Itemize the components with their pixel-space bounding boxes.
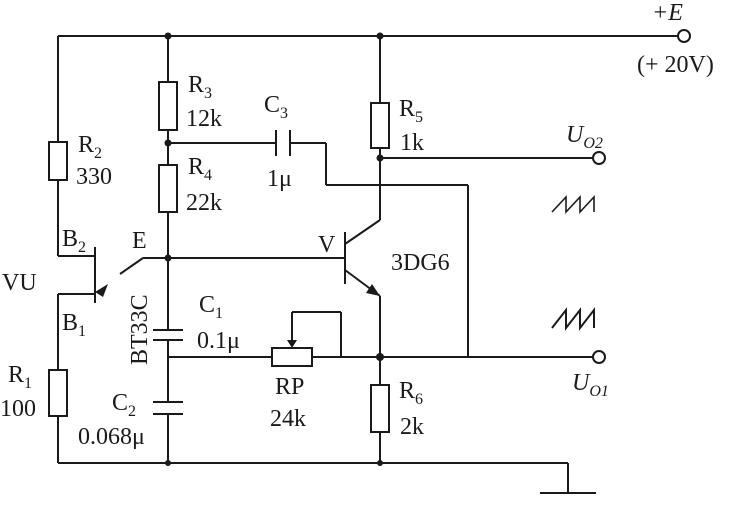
c1-value: 0.1μ bbox=[197, 328, 240, 354]
potentiometer-rp bbox=[271, 347, 313, 367]
r4-ref: R4 bbox=[188, 154, 212, 184]
r3-ref: R3 bbox=[188, 72, 212, 102]
uo2-label: UO2 bbox=[566, 122, 603, 152]
c2-value: 0.068μ bbox=[78, 424, 145, 450]
c1-ref: C1 bbox=[199, 292, 223, 322]
resistor-r5 bbox=[370, 102, 390, 149]
transistor-name: V bbox=[318, 232, 336, 258]
r4-value: 22k bbox=[186, 190, 222, 216]
resistor-r6 bbox=[370, 384, 390, 433]
uo1-terminal bbox=[592, 350, 606, 364]
resistor-r3 bbox=[158, 81, 178, 131]
rp-value: 24k bbox=[270, 406, 306, 432]
transistor-emitter-arrow bbox=[366, 284, 380, 296]
r1-value: 100 bbox=[0, 396, 36, 422]
ujt-emitter-arrow bbox=[95, 284, 108, 297]
junctions bbox=[164, 32, 384, 466]
ujt-part-label: BT33C bbox=[127, 294, 153, 365]
transistor-collector bbox=[344, 219, 381, 245]
r2-ref: R2 bbox=[78, 132, 102, 162]
capacitors bbox=[153, 130, 291, 415]
r6-ref: R6 bbox=[399, 378, 423, 408]
r2-value: 330 bbox=[76, 164, 112, 190]
unijunction-transistor bbox=[94, 247, 108, 303]
sawtooth-wave-icon bbox=[551, 307, 595, 331]
r3-value: 12k bbox=[186, 106, 222, 132]
uo1-label: UO1 bbox=[572, 370, 609, 400]
ujt-name: VU bbox=[2, 270, 37, 296]
supply-label: +E bbox=[652, 0, 683, 26]
wiring bbox=[57, 35, 680, 493]
resistor-r4 bbox=[158, 164, 178, 213]
uo2-terminal bbox=[592, 151, 606, 165]
resistor-r1 bbox=[48, 369, 68, 417]
r6-value: 2k bbox=[400, 414, 424, 440]
supply-value: (+ 20V) bbox=[637, 52, 714, 78]
r5-ref: R5 bbox=[399, 96, 423, 126]
supply-terminal bbox=[677, 29, 691, 43]
square-wave-icon bbox=[551, 194, 595, 215]
ujt-b2-label: B2 bbox=[62, 226, 86, 256]
ujt-b1-label: B1 bbox=[62, 310, 86, 340]
transistor-part: 3DG6 bbox=[391, 250, 450, 276]
c3-ref: C3 bbox=[264, 92, 288, 122]
ujt-emitter-label: E bbox=[132, 228, 147, 254]
rp-ref: RP bbox=[275, 374, 304, 400]
resistor-r2 bbox=[48, 141, 68, 181]
c3-value: 1μ bbox=[267, 166, 292, 192]
rp-wiper-arrow bbox=[287, 340, 297, 348]
c2-ref: C2 bbox=[112, 390, 136, 420]
resistors bbox=[48, 81, 390, 433]
r1-ref: R1 bbox=[8, 362, 32, 392]
npn-transistor bbox=[344, 219, 381, 297]
r5-value: 1k bbox=[400, 130, 424, 156]
